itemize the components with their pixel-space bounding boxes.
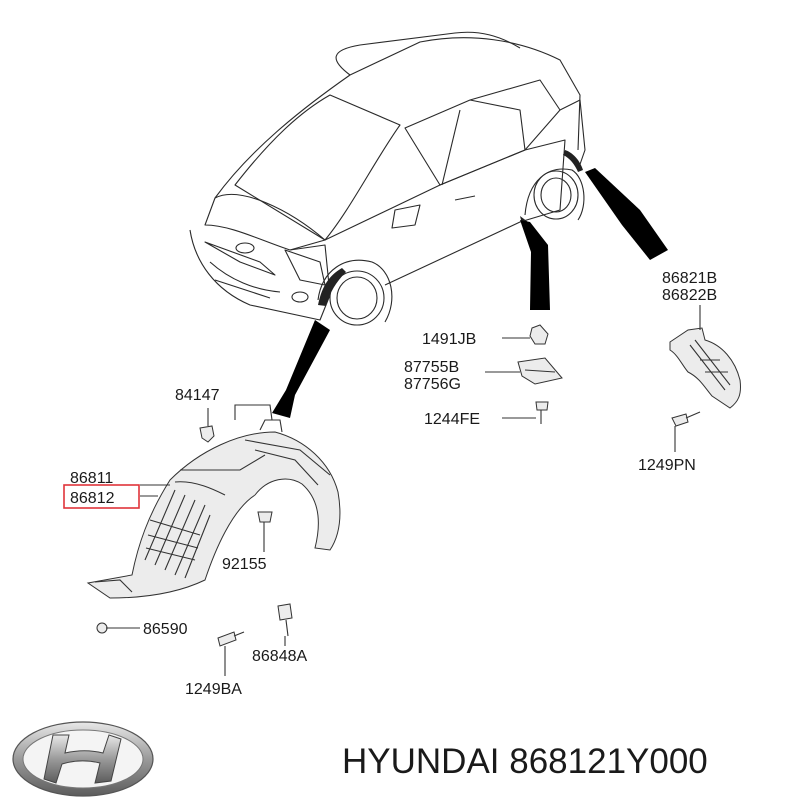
label-92155: 92155 xyxy=(222,556,267,573)
leader-lines xyxy=(106,305,701,676)
label-86848a: 86848A xyxy=(252,648,307,665)
label-87756g: 87756G xyxy=(404,376,461,393)
hyundai-logo-icon xyxy=(12,721,154,797)
label-86811: 86811 xyxy=(70,470,113,487)
label-84147: 84147 xyxy=(175,387,220,404)
highlight-box xyxy=(63,484,140,509)
label-1244fe: 1244FE xyxy=(424,411,480,428)
label-86821b: 86821B xyxy=(662,270,717,287)
front-wheel-liner-part xyxy=(86,404,341,599)
label-1249ba: 1249BA xyxy=(185,681,242,698)
side-clip-parts xyxy=(517,324,563,424)
part-labels: 84147 86811 86812 92155 86590 86848A 124… xyxy=(63,270,717,698)
car-illustration xyxy=(189,31,586,326)
label-1249pn: 1249PN xyxy=(638,457,696,474)
label-87755b: 87755B xyxy=(404,359,459,376)
label-86812: 86812 xyxy=(70,490,115,507)
label-86590: 86590 xyxy=(143,621,188,638)
leader-arrows xyxy=(272,168,668,418)
brand-part-number: HYUNDAI 868121Y000 xyxy=(342,742,708,781)
rear-wheel-liner-part xyxy=(669,327,741,427)
label-86822b: 86822B xyxy=(662,287,717,304)
front-fasteners xyxy=(96,425,293,647)
label-1491jb: 1491JB xyxy=(422,331,476,348)
